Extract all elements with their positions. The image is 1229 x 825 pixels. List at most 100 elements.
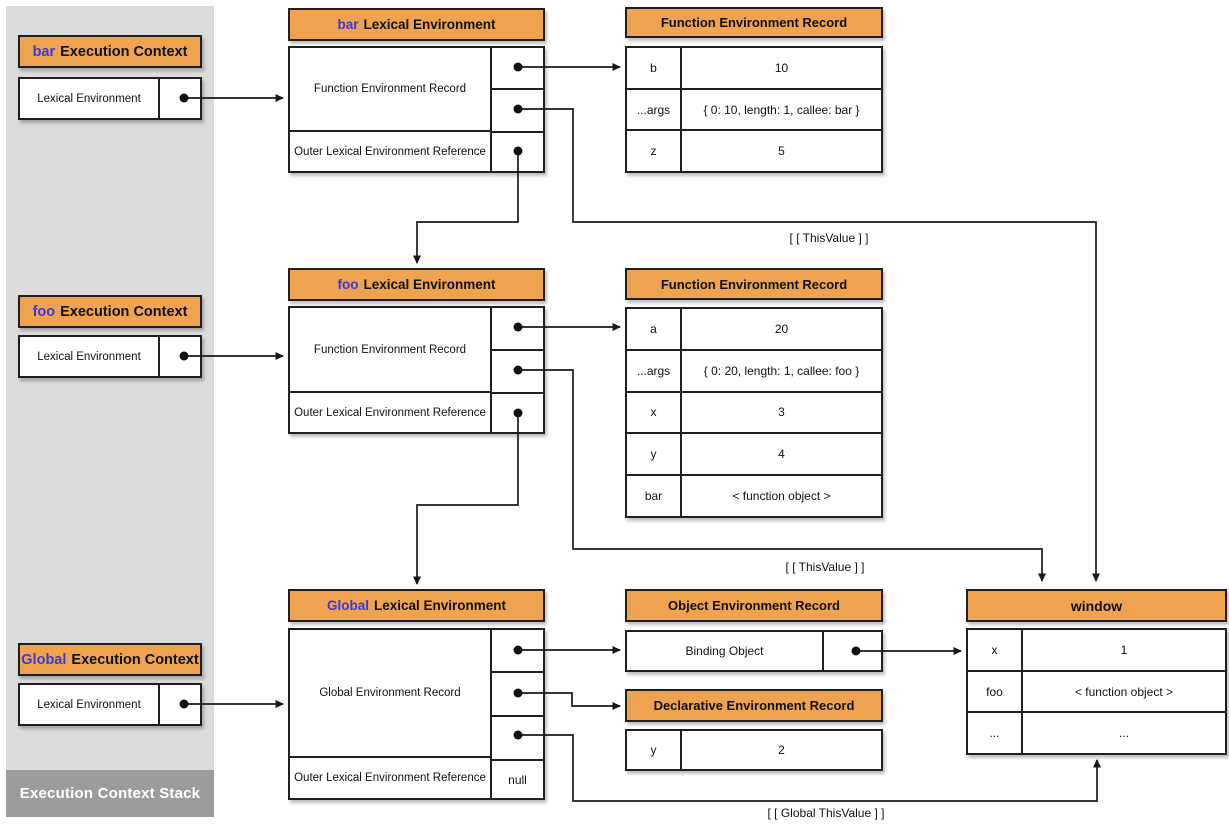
- value-cell: 4: [778, 447, 785, 462]
- value-cell: 1: [1120, 642, 1128, 657]
- table-row: x 1: [968, 630, 1225, 670]
- global-execution-context-lexical-environment-row: Lexical Environment: [18, 683, 202, 726]
- bar-execution-context-lexical-environment-row: Lexical Environment: [18, 77, 202, 120]
- execution-context-title: Execution Context: [60, 43, 188, 60]
- value-cell: < function object >: [732, 489, 831, 504]
- pointer-cell: [492, 131, 543, 171]
- key-cell: y: [627, 731, 682, 769]
- window-object-table: x 1 foo < function object > ... ...: [966, 628, 1227, 755]
- table-row: ...args { 0: 10, length: 1, callee: bar …: [627, 87, 881, 130]
- lexical-environment-title: Lexical Environment: [373, 598, 507, 613]
- pointer-cell: [822, 632, 881, 670]
- foo-lexical-environment-header: foo Lexical Environment: [288, 268, 545, 301]
- outer-reference-cell: Outer Lexical Environment Reference: [290, 130, 490, 171]
- table-row: foo < function object >: [968, 669, 1225, 712]
- key-cell: z: [627, 131, 682, 172]
- key-cell: y: [627, 434, 682, 475]
- outer-reference-value-cell: null: [492, 759, 543, 798]
- bar-lexical-environment-table: Function Environment Record Outer Lexica…: [288, 46, 545, 173]
- bar-keyword: bar: [32, 43, 56, 60]
- outer-reference-cell: Outer Lexical Environment Reference: [290, 391, 490, 432]
- lexical-environment-title: Lexical Environment: [363, 17, 496, 32]
- pointer-cell: [492, 349, 543, 392]
- bar-function-environment-record-table: b 10 ...args { 0: 10, length: 1, callee:…: [625, 46, 883, 173]
- outer-reference-cell: Outer Lexical Environment Reference: [290, 756, 490, 798]
- global-keyword: Global: [21, 651, 67, 668]
- arrow-foo-outer-to-global-lexical-environment: [413, 413, 519, 585]
- table-row: z 5: [627, 129, 881, 172]
- execution-context-stack-background: [6, 6, 214, 770]
- value-cell: 3: [778, 405, 785, 420]
- table-row: y 2: [627, 731, 881, 769]
- bar-lexical-environment-header: bar Lexical Environment: [288, 8, 545, 41]
- binding-object-row: Binding Object: [625, 630, 883, 672]
- key-cell: a: [627, 309, 682, 349]
- global-this-value-label: [ [ Global ThisValue ] ]: [767, 806, 885, 820]
- table-row: a 20: [627, 309, 881, 349]
- table-row: b 10: [627, 48, 881, 88]
- lexical-environment-cell: Lexical Environment: [37, 698, 141, 711]
- pointer-column: [490, 48, 543, 171]
- record-label-cell: Function Environment Record: [313, 83, 467, 95]
- lexical-environment-title: Lexical Environment: [363, 277, 496, 292]
- key-cell: ...: [968, 713, 1023, 754]
- pointer-cell: [492, 308, 543, 349]
- value-cell: 20: [774, 321, 789, 336]
- window-object-header: window: [966, 589, 1227, 622]
- foo-keyword: foo: [337, 277, 359, 292]
- value-cell: ...: [1118, 726, 1129, 741]
- execution-context-title: Execution Context: [60, 303, 188, 320]
- key-cell: bar: [627, 476, 682, 516]
- this-value-label-foo: [ [ ThisValue ] ]: [785, 560, 865, 574]
- bar-function-environment-record-header: Function Environment Record: [625, 7, 883, 38]
- global-keyword: Global: [326, 598, 369, 613]
- key-cell: ...args: [627, 89, 682, 130]
- object-environment-record-header: Object Environment Record: [625, 589, 883, 622]
- execution-context-stack-label: Execution Context Stack: [19, 785, 201, 802]
- value-cell: 10: [774, 60, 789, 75]
- record-label-cell: Global Environment Record: [319, 687, 461, 699]
- key-cell: foo: [968, 671, 1023, 712]
- table-row: bar < function object >: [627, 474, 881, 516]
- key-cell: x: [968, 630, 1023, 670]
- key-cell: x: [627, 392, 682, 433]
- table-row: y 4: [627, 432, 881, 475]
- record-label-cell: Function Environment Record: [313, 343, 467, 356]
- declarative-environment-record-table: y 2: [625, 729, 883, 771]
- pointer-column: [490, 308, 543, 432]
- table-row: ...args { 0: 20, length: 1, callee: foo …: [627, 348, 881, 391]
- foo-keyword: foo: [32, 303, 56, 320]
- value-cell: 5: [778, 144, 785, 159]
- pointer-cell: [158, 685, 200, 724]
- pointer-column: null: [490, 630, 543, 798]
- pointer-cell: [158, 79, 200, 118]
- foo-function-environment-record-table: a 20 ...args { 0: 20, length: 1, callee:…: [625, 307, 883, 518]
- pointer-cell: [492, 88, 543, 131]
- global-lexical-environment-header: Global Lexical Environment: [288, 589, 545, 622]
- value-cell: { 0: 10, length: 1, callee: bar }: [703, 102, 860, 117]
- lexical-environment-cell: Lexical Environment: [37, 350, 141, 363]
- key-cell: b: [627, 48, 682, 88]
- declarative-environment-record-header: Declarative Environment Record: [625, 689, 883, 722]
- table-row: x 3: [627, 390, 881, 433]
- execution-context-title: Execution Context: [71, 651, 199, 668]
- this-value-label-bar: [ [ ThisValue ] ]: [789, 231, 869, 245]
- pointer-cell: [492, 671, 543, 715]
- foo-lexical-environment-table: Function Environment Record Outer Lexica…: [288, 306, 545, 434]
- pointer-cell: [492, 48, 543, 88]
- pointer-cell: [492, 392, 543, 432]
- bar-keyword: bar: [337, 17, 359, 32]
- foo-execution-context-lexical-environment-row: Lexical Environment: [18, 335, 202, 378]
- global-lexical-environment-table: Global Environment Record Outer Lexical …: [288, 628, 545, 800]
- execution-context-stack-band: Execution Context Stack: [6, 770, 214, 817]
- pointer-cell: [492, 630, 543, 671]
- table-row: ... ...: [968, 711, 1225, 754]
- pointer-cell: [158, 337, 200, 376]
- lexical-environment-cell: Lexical Environment: [37, 92, 141, 105]
- key-cell: ...args: [627, 350, 682, 391]
- value-cell: 2: [778, 743, 785, 757]
